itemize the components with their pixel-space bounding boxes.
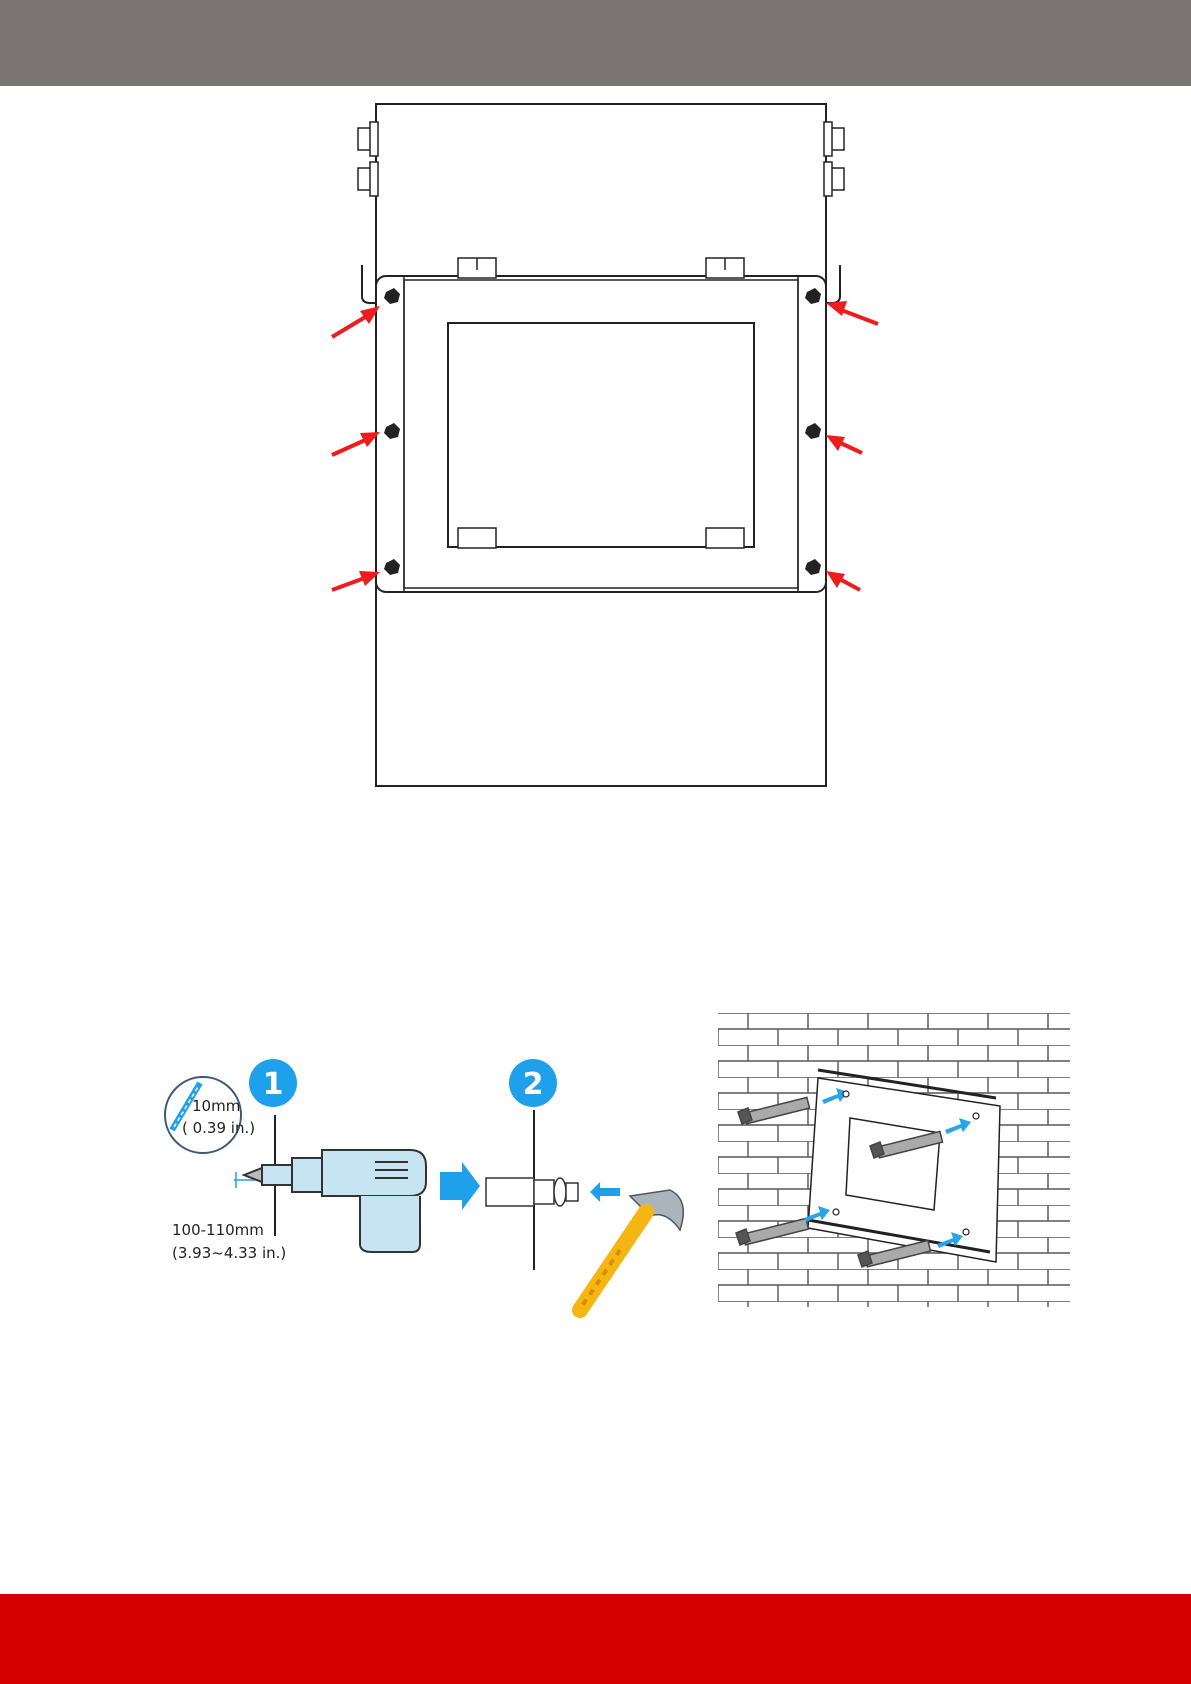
drill-icon	[244, 1150, 426, 1252]
wall-bracket-screws-diagram	[320, 100, 880, 800]
drill-depth-label: 100-110mm	[172, 1221, 264, 1239]
step-1-badge: 1	[249, 1059, 297, 1107]
hammer-icon	[580, 1190, 683, 1310]
insert-arrow-icon	[590, 1182, 620, 1202]
drill-bit-size-label: 10mm	[192, 1097, 240, 1115]
drill-bit-size-in-label: ( 0.39 in.)	[182, 1119, 255, 1137]
connector-icon	[358, 122, 844, 196]
drill-bit-icon	[165, 1077, 241, 1153]
svg-text:1: 1	[263, 1067, 284, 1102]
bracket-mounted-on-brick-wall	[715, 1010, 1075, 1310]
svg-text:2: 2	[523, 1067, 544, 1102]
anchor-bolt-icon	[486, 1178, 578, 1206]
page-header-bar	[0, 0, 1191, 86]
drill-depth-in-label: (3.93~4.33 in.)	[172, 1244, 286, 1262]
page-footer-bar	[0, 1594, 1191, 1684]
step-2-badge: 2	[509, 1059, 557, 1107]
drilling-instructions-figure: 10mm ( 0.39 in.) 1 100-110mm (3.93~4.33 …	[150, 1050, 710, 1320]
next-step-arrow-icon	[440, 1162, 480, 1210]
